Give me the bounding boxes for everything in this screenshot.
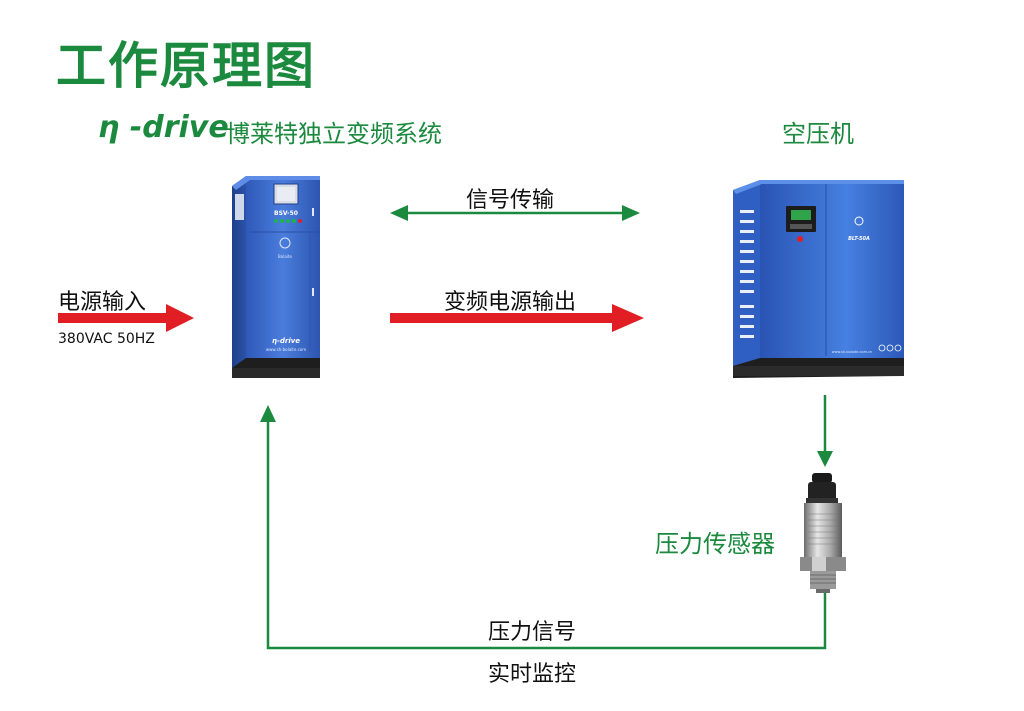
vfd-brand-text: η-drive bbox=[272, 337, 300, 345]
svg-text:Bolaite: Bolaite bbox=[278, 254, 292, 259]
compressor-label: 空压机 bbox=[782, 120, 854, 148]
power-input-label: 电源输入 bbox=[58, 290, 147, 315]
pressure-sensor bbox=[800, 473, 846, 593]
page-title: 工作原理图 bbox=[56, 37, 316, 95]
realtime-monitor-label: 实时监控 bbox=[488, 662, 577, 687]
power-input-arrow bbox=[58, 304, 194, 332]
power-input-spec: 380VAC 50HZ bbox=[58, 331, 155, 347]
signal-transmission-arrow bbox=[390, 205, 640, 221]
pressure-signal-label: 压力信号 bbox=[488, 620, 577, 645]
vfd-output-arrow bbox=[390, 304, 644, 332]
vfd-model-text: BSV-50 bbox=[274, 210, 298, 217]
pressure-feedback-arrow bbox=[260, 405, 827, 650]
compressor-to-sensor-arrow bbox=[817, 395, 833, 467]
signal-transmission-label: 信号传输 bbox=[466, 188, 555, 213]
pressure-sensor-label: 压力传感器 bbox=[655, 530, 775, 558]
vfd-output-label: 变频电源输出 bbox=[444, 290, 577, 315]
compressor-website-text: www.sh-bolaite.com.cn bbox=[832, 350, 873, 354]
vfd-cabinet: BSV-50 Bolaite η-drive www.sh-bolaite.co… bbox=[232, 176, 320, 378]
vfd-website-text: www.sh-bolaite.com bbox=[266, 347, 306, 352]
brand-logo: η -drive bbox=[98, 110, 229, 145]
brand-subtitle: 博莱特独立变频系统 bbox=[226, 120, 442, 148]
compressor-model-text: BLT-50A bbox=[848, 236, 870, 242]
air-compressor: BLT-50A www.sh-bolaite.com.cn bbox=[733, 180, 904, 378]
